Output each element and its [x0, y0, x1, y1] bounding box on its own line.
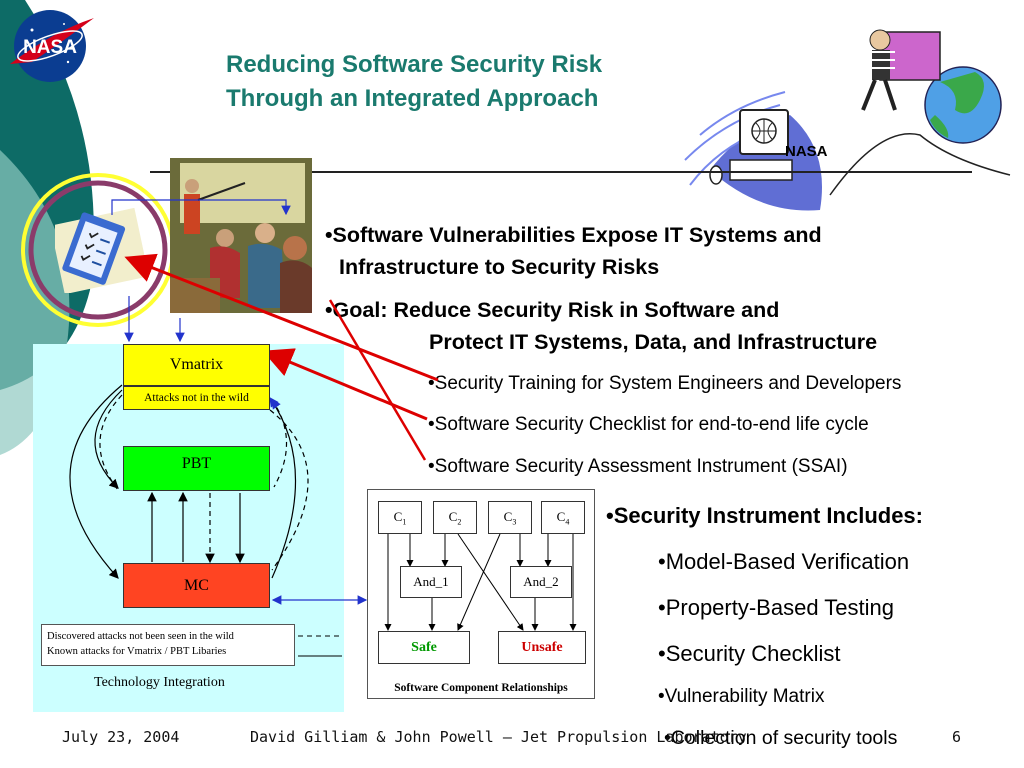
title-line-2: Through an Integrated Approach [226, 85, 599, 112]
and-2-gate: And_2 [510, 566, 572, 598]
instrument-item-pbt: •Property-Based Testing [658, 595, 894, 620]
sub-bullet-training: •Security Training for System Engineers … [428, 373, 902, 394]
and-1-gate: And_1 [400, 566, 462, 598]
safe-state-box: Safe [378, 631, 470, 664]
red-arrow-checklist [262, 348, 428, 421]
highlight-circle-inner [28, 180, 168, 320]
legend-dashed-label: Discovered attacks not been seen in the … [47, 631, 234, 642]
bullet-goal: •Goal: Reduce Security Risk in Software … [325, 298, 878, 354]
footer-authors: David Gilliam & John Powell – Jet Propul… [250, 728, 747, 746]
legend-box [41, 624, 295, 666]
vmatrix-box: Vmatrix [123, 344, 270, 386]
unsafe-state-box: Unsafe [498, 631, 586, 664]
red-arrow-training [124, 253, 439, 382]
footer-page-number: 6 [952, 728, 962, 746]
footer-date: July 23, 2004 [62, 728, 180, 746]
svg-text:NASA: NASA [23, 37, 77, 58]
title-rule [150, 171, 972, 173]
computer-label: NASA [785, 143, 828, 160]
instrument-item-checklist: •Security Checklist [658, 641, 841, 666]
mc-box: MC [123, 563, 270, 608]
component-relationships-caption: Software Component Relationships [394, 682, 568, 694]
instrument-item-vmatrix: •Vulnerability Matrix [658, 686, 825, 707]
instrument-item-mbv: •Model-Based Verification [658, 549, 910, 574]
sub-bullet-checklist: •Software Security Checklist for end-to-… [428, 414, 869, 435]
component-c3: C3 [488, 501, 532, 534]
classroom-picture [170, 158, 312, 313]
red-line-ssai [328, 299, 427, 461]
instrument-item-tools: •Collection of security tools [664, 727, 898, 749]
component-c2: C2 [433, 501, 477, 534]
checklist-clipboard-icon [55, 208, 145, 293]
nasa-logo-icon: NASA [10, 10, 94, 82]
instrument-heading: •Security Instrument Includes: [606, 503, 923, 528]
vmatrix-label: Vmatrix [169, 356, 224, 373]
bullet-vulnerabilities: •Software Vulnerabilities Expose IT Syst… [325, 223, 822, 279]
attacks-not-in-wild-box: Attacks not in the wild [123, 386, 270, 410]
title-line-1: Reducing Software Security Risk [226, 51, 603, 78]
network-illustration: NASA [684, 29, 1011, 211]
legend-text: Discovered attacks not been seen in the … [47, 629, 234, 659]
tech-integration-caption: Technology Integration [94, 675, 225, 690]
legend-solid-label: Known attacks for Vmatrix / PBT Libaries [47, 646, 227, 657]
keyboard-icon [729, 159, 793, 181]
component-c4: C4 [541, 501, 585, 534]
slide-title: Reducing Software Security Risk Through … [226, 48, 746, 116]
pbt-box: PBT [123, 446, 270, 491]
component-c1: C1 [378, 501, 422, 534]
sub-bullet-ssai: •Software Security Assessment Instrument… [428, 456, 848, 477]
blue-arrow-to-bullet [111, 199, 291, 216]
